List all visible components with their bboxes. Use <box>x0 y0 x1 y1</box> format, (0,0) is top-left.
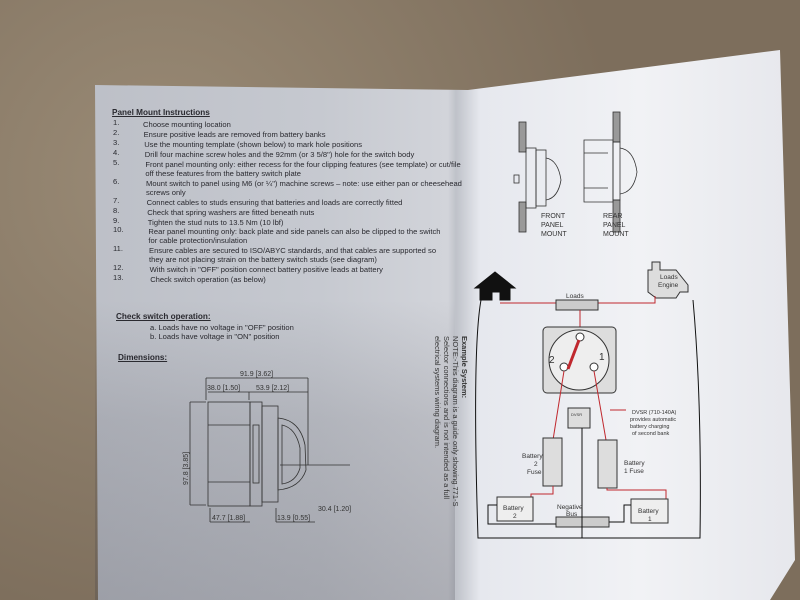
step-text: Ensure positive leads are removed from b… <box>143 130 326 139</box>
diagram-label: PANEL <box>541 222 564 229</box>
front-panel-mount-view <box>513 121 562 233</box>
step-number: 2. <box>113 128 120 137</box>
check-b: b. Loads have voltage in "ON" position <box>150 332 280 341</box>
fuse-1 <box>597 439 618 489</box>
dim-height: 97.8 [3.85] <box>183 452 190 485</box>
dvsr-unit <box>567 407 591 429</box>
step-number: 3. <box>113 138 120 147</box>
diagram-label: 1 Fuse <box>624 468 644 475</box>
check-switch-heading: Check switch operation: <box>116 312 211 321</box>
dimensions-heading: Dimensions: <box>118 353 168 362</box>
diagram-label: MOUNT <box>603 231 629 238</box>
diagram-label: Example System: <box>460 336 469 398</box>
dim-knob: 30.4 [1.20] <box>318 506 351 513</box>
dimension-labels: 91.9 [3.62] 38.0 [1.50] 53.9 [2.12] 97.8… <box>183 371 351 522</box>
diagram-label: Fuse <box>527 469 542 476</box>
step-text: Ensure cables are secured to ISO/ABYC st… <box>149 246 437 255</box>
diagram-label: 2 <box>534 461 538 468</box>
step-text-continued: screws only <box>146 188 186 197</box>
panel-mount-heading: Panel Mount Instructions <box>112 108 210 117</box>
diagram-label: Bus <box>566 511 578 518</box>
step-text-continued: for cable protection/insulation <box>148 236 248 245</box>
wiring-diagram <box>473 261 701 539</box>
step-number: 11. <box>113 244 123 253</box>
diagram-label: REAR <box>603 213 622 220</box>
diagram-label: Negative <box>557 504 583 511</box>
step-number: 7. <box>113 196 120 205</box>
diagram-label: DVSR <box>571 412 582 417</box>
rear-panel-mount-view <box>583 111 638 233</box>
diagram-label: Battery <box>638 508 659 515</box>
dim-body: 47.7 [1.88] <box>212 515 245 522</box>
step-text-continued: they are not placing strain on the batte… <box>149 255 377 264</box>
step-text: Rear panel mounting only: back plate and… <box>148 227 441 236</box>
battery-1 <box>630 498 669 524</box>
diagram-label: MOUNT <box>541 231 567 238</box>
step-number: 12. <box>113 263 124 272</box>
step-text: Front panel mounting only: either recess… <box>145 160 461 169</box>
step-text: Check that spring washers are fitted ben… <box>147 208 315 217</box>
diagram-label: Loads <box>660 274 678 281</box>
dim-flange: 13.9 [0.55] <box>277 515 310 522</box>
diagram-label: of second bank <box>632 431 670 437</box>
dim-overall: 91.9 [3.62] <box>240 371 273 378</box>
diagram-label: Battery <box>624 460 645 467</box>
example-system-text: Example System: NOTE:-This diagram is a … <box>433 336 469 507</box>
house-icon <box>473 271 517 301</box>
mount-labels: FRONT PANEL MOUNT REAR PANEL MOUNT <box>541 213 629 238</box>
switch-handle <box>566 339 581 370</box>
diagram-label: Selector connections and is not intended… <box>442 336 451 499</box>
diagram-label: Battery <box>503 505 524 512</box>
step-number: 9. <box>113 216 120 225</box>
step-text: Mount switch to panel using M6 (or ¼") m… <box>146 179 462 188</box>
step-number: 6. <box>113 177 120 186</box>
step-number: 8. <box>113 206 120 215</box>
dimension-drawing <box>189 377 350 523</box>
diagram-label: provides automatic <box>630 417 676 423</box>
dim-rear: 38.0 [1.50] <box>207 385 240 392</box>
check-a: a. Loads have no voltage in "OFF" positi… <box>150 323 294 332</box>
engine-icon <box>647 261 689 299</box>
step-text: Check switch operation (as below) <box>150 275 266 284</box>
diagram-label: Loads <box>566 293 584 300</box>
step-text: Use the mounting template (shown below) … <box>144 140 362 149</box>
step-text: Tighten the stud nuts to 13.5 Nm (10 lbf… <box>147 218 284 227</box>
step-number: 4. <box>113 148 120 157</box>
step-number: 5. <box>113 158 120 167</box>
diagram-label: electrical systems wiring diagram. <box>433 336 442 448</box>
fuse-2 <box>542 437 563 487</box>
diagram-label: 2 <box>549 355 555 366</box>
diagram-label: 2 <box>513 513 517 520</box>
diagram-label: Battery <box>522 453 543 460</box>
diagram-label: FRONT <box>541 213 566 220</box>
step-text-continued: off these features from the battery swit… <box>145 169 302 178</box>
step-text: Connect cables to studs ensuring that ba… <box>146 198 403 207</box>
battery-2 <box>496 496 534 522</box>
diagram-label: 1 <box>599 352 605 363</box>
step-text: With switch in "OFF" position connect ba… <box>149 265 383 274</box>
diagram-label: NOTE:-This diagram is a guide only showi… <box>451 336 460 507</box>
dim-front: 53.9 [2.12] <box>256 385 289 392</box>
diagram-label: DVSR (710-140A) <box>632 410 676 416</box>
diagram-label: PANEL <box>603 222 626 229</box>
diagram-label: battery charging <box>630 424 669 430</box>
loads-bus <box>555 299 599 311</box>
step-number: 1. <box>113 118 120 127</box>
diagram-label: Engine <box>658 282 679 289</box>
step-text: Choose mounting location <box>143 120 231 129</box>
step-number: 13. <box>113 273 124 282</box>
diagram-label: 1 <box>648 516 652 523</box>
step-text: Drill four machine screw holes and the 9… <box>144 150 415 159</box>
step-number: 10. <box>113 225 124 234</box>
